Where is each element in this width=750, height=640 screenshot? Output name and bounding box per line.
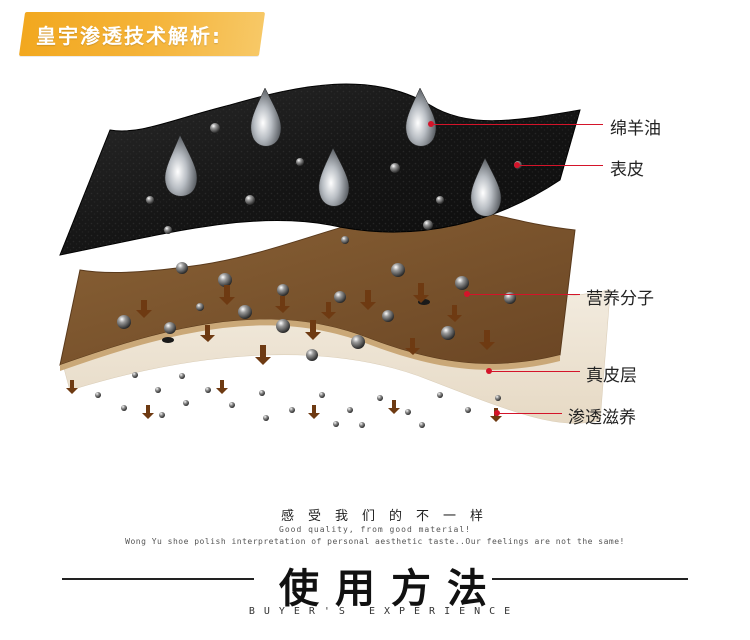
usage-divider-right <box>492 578 688 580</box>
label-wool-oil: 绵羊油 <box>610 119 661 139</box>
leader-dot-dermis <box>486 368 492 374</box>
middle-layer-edge <box>60 319 560 371</box>
label-dermis: 真皮层 <box>586 366 637 386</box>
slogan-cn: 感受我们的不一样 <box>280 509 497 524</box>
bottom-dots <box>95 372 501 428</box>
oil-drop <box>405 87 437 147</box>
top-dots <box>146 123 522 244</box>
bottom-arrows <box>66 380 502 422</box>
layer-diagram <box>59 83 611 428</box>
nutrient-arrows <box>136 283 495 365</box>
slogan-en-line1: Good quality, from good material! <box>279 525 471 534</box>
label-nutrient: 营养分子 <box>586 289 654 309</box>
label-penetrate: 渗透滋养 <box>568 408 636 428</box>
oil-drop <box>250 87 282 147</box>
leader-line-dermis <box>491 371 580 372</box>
leader-line-nutrient <box>469 294 580 295</box>
usage-divider-left <box>62 578 254 580</box>
leader-line-wool-oil <box>433 124 603 125</box>
oil-drop <box>470 157 502 217</box>
leader-line-penetrate <box>499 413 562 414</box>
oil-drop <box>318 147 350 207</box>
slogan-en-line2: Wong Yu shoe polish interpretation of pe… <box>125 537 625 546</box>
leader-dot-penetrate <box>494 410 500 416</box>
leader-dot-nutrient <box>464 291 470 297</box>
usage-subtitle: BUYER'S EXPERIENCE <box>248 606 520 617</box>
usage-title: 使用方法 <box>279 566 503 612</box>
leader-line-outer-skin <box>519 165 603 166</box>
label-outer-skin: 表皮 <box>610 160 644 180</box>
leader-dot-outer-skin <box>514 162 520 168</box>
oil-drop <box>164 134 198 197</box>
top-layer-grain <box>60 84 580 255</box>
page-title: 皇宇渗透技术解析: <box>36 24 222 48</box>
oil-drops <box>164 87 502 217</box>
leader-dot-wool-oil <box>428 121 434 127</box>
